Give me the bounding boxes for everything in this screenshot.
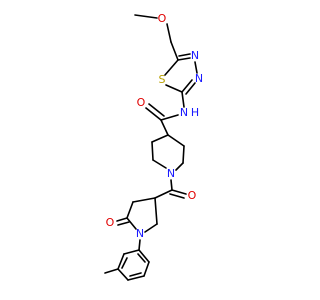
bond-c5-s: [164, 59, 179, 76]
bond-pyr-c5-o: [116, 217, 128, 222]
bond-carbonyl-c-c4: [160, 119, 169, 136]
bond-pyr-c4-c5: [126, 201, 134, 219]
bond-co-o: [171, 189, 187, 195]
bond-aryl-methyl: [104, 268, 119, 274]
bond-pyr-n-c2: [144, 223, 158, 233]
bond-pyr-c5-n: [126, 217, 137, 230]
atom-n-pyrrolidinone: N: [136, 227, 144, 240]
bond-pyr-c3-c4: [132, 197, 156, 203]
atom-o-lactam: O: [106, 216, 115, 229]
bond-pip-c3-c2: [182, 145, 185, 164]
bond-pyr-c5-o-double: [117, 221, 130, 226]
atom-o-ketone: O: [188, 189, 197, 202]
atom-n-thiadiazole-4: N: [191, 49, 199, 62]
thiadiazole-ring: [164, 53, 198, 95]
bond-co-o-double: [169, 193, 185, 199]
bond-co-pyr-c3: [154, 189, 173, 199]
bond-c2-n3-double: [185, 82, 196, 95]
atom-n-piperidine: N: [167, 167, 175, 180]
bond-pip-c5-c4: [151, 134, 169, 143]
bond-carbonyl-c-o: [145, 107, 162, 121]
bond-pyr-c2-c3: [154, 197, 158, 225]
bond-aryl-c5-c6: [143, 261, 150, 277]
atom-h-amide: H: [191, 106, 199, 119]
atom-s-thiadiazole: S: [159, 73, 166, 86]
bond-o-ch2: [166, 23, 172, 43]
bond-pyr-n-aryl: [138, 239, 141, 251]
atom-labels: O S N N N H O N O O N: [106, 12, 203, 240]
molecule-structure-diagram: O S N N N H O N O O N: [104, 12, 203, 281]
atom-n-thiadiazole-3: N: [195, 72, 203, 85]
bond-aryl-c1-c2: [123, 249, 140, 255]
bond-aryl-c3-c4: [117, 268, 129, 281]
bond-aryl-c2-c3-inner: [121, 257, 128, 269]
bond-nh-carbonyl-c: [160, 114, 179, 121]
bond-c2-n3: [181, 79, 193, 93]
piperidine-ring: [151, 134, 185, 171]
ketone-bridge: [154, 179, 187, 199]
bond-c2-nh: [181, 91, 185, 108]
amide-linker: [145, 91, 185, 136]
bond-aryl-c2-c3: [117, 253, 125, 270]
bond-aryl-c4-c5-inner: [129, 272, 142, 277]
bond-pip-c4-c3: [167, 134, 185, 147]
bond-s-c2: [165, 84, 183, 93]
bond-n3-n4: [194, 61, 198, 74]
bond-methyl-o: [134, 14, 158, 19]
bond-aryl-c6-c1: [138, 249, 150, 263]
bond-carbonyl-c-o-double: [148, 103, 165, 117]
bond-pip-n-c6: [152, 159, 167, 169]
bond-n-co: [170, 179, 173, 191]
atom-o-amide-carbonyl: O: [137, 96, 146, 109]
bond-n4-c5-double: [178, 53, 191, 57]
tolyl-ring: [104, 249, 150, 281]
bond-aryl-c6-c1-inner: [137, 253, 146, 263]
bond-ch2-c5: [170, 41, 179, 61]
bond-pip-c6-c5: [151, 141, 154, 161]
pyrrolidinone-ring: [116, 197, 158, 251]
bond-aryl-c4-c5: [127, 275, 145, 281]
bond-pip-c2-n: [175, 162, 184, 171]
bond-n4-c5: [177, 57, 191, 61]
methoxymethyl-group: [134, 14, 179, 61]
atom-o-methoxy: O: [158, 12, 167, 25]
atom-n-amide: N: [180, 106, 188, 119]
